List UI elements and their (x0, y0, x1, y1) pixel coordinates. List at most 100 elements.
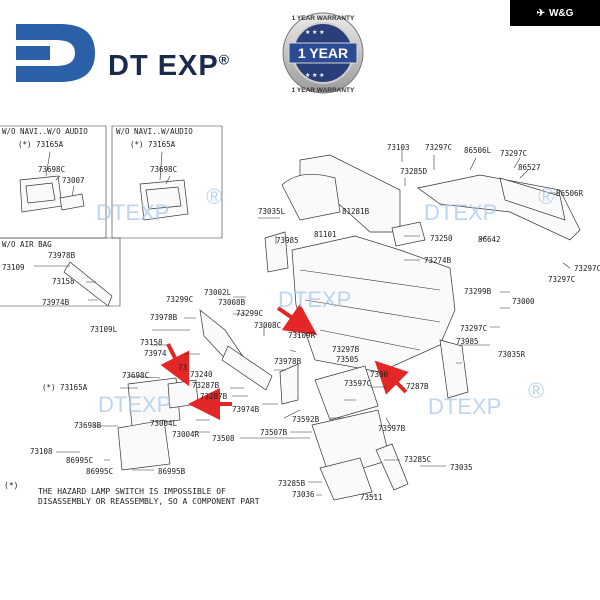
part-label: 73250 (430, 234, 453, 243)
part-label: 73299C (166, 295, 193, 304)
part-label: (*) 73165A (42, 383, 88, 392)
part-label: 73036 (292, 490, 315, 499)
part-label: 73103 (387, 143, 410, 152)
red-arrows (160, 303, 409, 420)
part-label: 73985 (456, 337, 479, 346)
part-label: 73974 (144, 349, 167, 358)
part-label: 86527 (518, 163, 541, 172)
note-mark: (*) (4, 481, 18, 490)
brand-logo-icon (16, 24, 95, 82)
part-label: 73507B (260, 428, 288, 437)
part-label: 7287B (406, 382, 429, 391)
dashboard-assembly (117, 154, 581, 501)
part-label: 73109L (90, 325, 118, 334)
part-label: 73109R (288, 331, 316, 340)
part-label: 73592B (292, 415, 320, 424)
part-label: 86995B (158, 467, 186, 476)
part-label: 73285B (278, 479, 306, 488)
svg-text:★ ★ ★: ★ ★ ★ (305, 29, 324, 36)
part-label: 7300 (370, 370, 389, 379)
brand-name: DT EXP® (108, 50, 230, 83)
inset-wo-navi-wo-audio: W/O NAVI..W/O AUDIO (*) 73165A 73698C 73… (0, 125, 107, 239)
badge-text: W&G (548, 7, 574, 19)
watermark-text: DTEXP (428, 394, 501, 419)
part-label: 73035 (450, 463, 473, 472)
part-label: 73158 (140, 338, 163, 347)
part-label: 73698B (74, 421, 102, 430)
part-label: 73698C (38, 165, 65, 174)
part-label: 73035R (498, 350, 526, 359)
part-label: 73597B (378, 424, 406, 433)
part-label: 73297C (574, 264, 600, 273)
part-label: 73511 (360, 493, 383, 502)
inset-title: W/O NAVI..W/O AUDIO (2, 127, 88, 136)
part-label: 73287B (192, 381, 220, 390)
inset-wo-navi-w-audio: W/O NAVI..W/AUDIO (*) 73165A 73698C (111, 125, 223, 239)
watermark-text: DTEXP (278, 287, 351, 312)
part-label: 73287B (200, 392, 228, 401)
part-label: 73109 (2, 263, 25, 272)
part-label: 86995C (66, 456, 93, 465)
part-label: 73985 (276, 236, 299, 245)
watermarks: DTEXP ® DTEXP ® DTEXP DTEXP DTEXP ® (96, 184, 554, 419)
wings-icon: ✈ (536, 7, 545, 19)
leader-lines (56, 150, 571, 497)
part-label: 73004R (172, 430, 200, 439)
part-label: 73978B (150, 313, 178, 322)
watermark-text: DTEXP (96, 200, 169, 225)
part-label: 81281B (342, 207, 370, 216)
note-line-1: THE HAZARD LAMP SWITCH IS IMPOSSIBLE OF (38, 487, 226, 496)
part-label: 73002L (204, 288, 232, 297)
part-label: (*) 73165A (18, 140, 64, 149)
part-label: 73978B (274, 357, 302, 366)
watermark-registered: ® (528, 378, 544, 403)
part-label: 73285D (400, 167, 428, 176)
part-label: 73698C (150, 165, 177, 174)
part-label: 73299B (464, 287, 492, 296)
note-line-2: DISASSEMBLY OR REASSEMBLY, SO A COMPONEN… (38, 497, 260, 506)
part-label: 73297C (548, 275, 575, 284)
brand-name-text: DT EXP (108, 50, 219, 82)
part-label: 73008B (218, 298, 246, 307)
part-label: 73297C (425, 143, 452, 152)
part-label: 73000 (512, 297, 535, 306)
watermark-registered: ® (538, 184, 554, 209)
seal-bottom-text: 1 YEAR WARRANTY (292, 87, 355, 94)
inset-wo-air-bag: W/O AIR BAG 73978B 73109 73158 73974B (0, 237, 121, 307)
part-label: 73505 (336, 355, 359, 364)
part-label: 73299C (236, 309, 263, 318)
part-label: 73007 (62, 176, 85, 185)
part-label: 73974B (42, 298, 70, 307)
part-label: 73274B (424, 256, 452, 265)
part-label: 73297B (332, 345, 360, 354)
part-label: (*) 73165A (130, 140, 176, 149)
part-label: 73297C (460, 324, 487, 333)
watermark-text: DTEXP (98, 392, 171, 417)
part-label: 73108 (30, 447, 53, 456)
part-labels: 73035L 73985 73103 81281B 73285D 73297C … (30, 143, 600, 502)
part-label: 73974B (232, 405, 260, 414)
seal-main-text: 1 YEAR (298, 45, 348, 61)
part-label: 73035L (258, 207, 286, 216)
brand-registered: ® (218, 51, 231, 68)
watermark-text: DTEXP (424, 200, 497, 225)
seal-top-text: 1 YEAR WARRANTY (292, 15, 355, 22)
svg-text:★ ★ ★: ★ ★ ★ (305, 72, 324, 79)
part-label: 86642 (478, 235, 501, 244)
part-label: 73008C (254, 321, 281, 330)
part-label: 73004L (150, 419, 178, 428)
part-label: 73978B (48, 251, 76, 260)
part-label: 73508 (212, 434, 235, 443)
part-label: 73158 (52, 277, 75, 286)
part-label: 73297C (500, 149, 527, 158)
inset-title: W/O NAVI..W/AUDIO (116, 127, 193, 136)
inset-title: W/O AIR BAG (2, 240, 52, 249)
watermark-registered: ® (206, 184, 222, 209)
part-label: 73597C (344, 379, 371, 388)
part-label: 86995C (86, 467, 113, 476)
part-label: 86506L (464, 146, 492, 155)
part-label: 73240 (190, 370, 213, 379)
part-label: 81101 (314, 230, 337, 239)
part-label: 73285C (404, 455, 431, 464)
